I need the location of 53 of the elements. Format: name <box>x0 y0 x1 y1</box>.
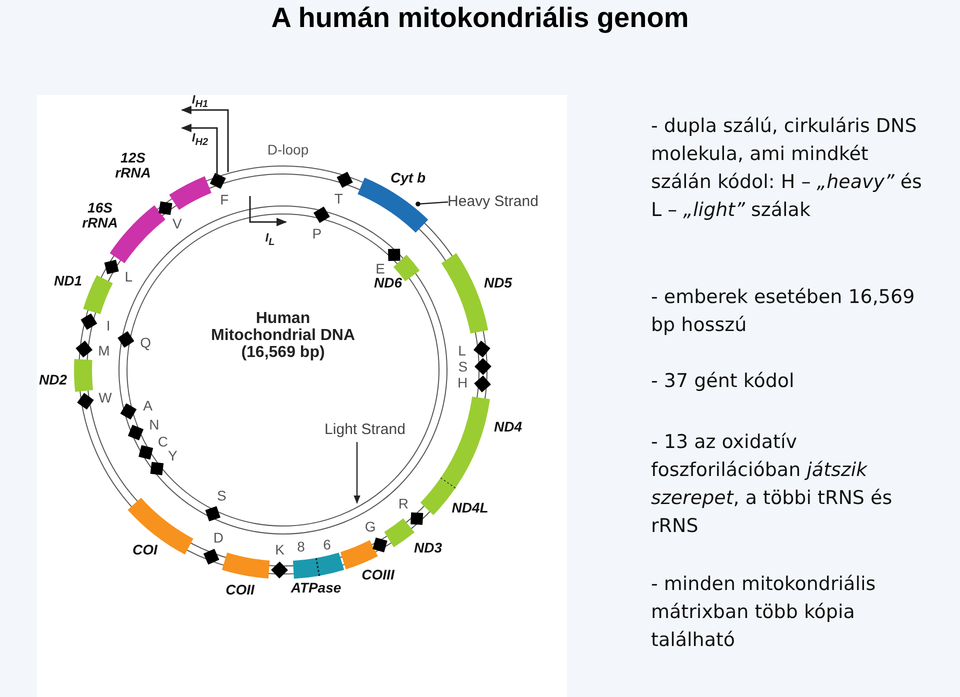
gene-label: ND2 <box>39 372 67 388</box>
trna-label: F <box>220 192 229 208</box>
promoter-label: I$_{H2}$ <box>192 132 208 148</box>
title: A humán mitokondriális genom <box>270 2 690 34</box>
trna-label: N <box>149 417 160 432</box>
bullet-text: - minden mitokondriális mátrixban több kópia található <box>651 572 877 653</box>
gene-label: ND4 <box>494 420 522 434</box>
gene-label: Cyt b <box>390 170 426 186</box>
trna-label: D <box>213 530 224 546</box>
trna-label: S <box>458 360 468 374</box>
subunit-label: 8 <box>297 540 305 554</box>
gene-label: ATPase <box>290 580 342 596</box>
leader-line <box>354 442 360 504</box>
trna-label: Q <box>140 336 151 351</box>
gene-label: COII <box>226 582 254 598</box>
bullet-text: - 37 gént kódol <box>651 369 796 394</box>
gene-label: ND3 <box>414 540 442 556</box>
subunit-label: 6 <box>323 538 331 552</box>
trna-label: S <box>216 488 226 504</box>
trna-label: C <box>158 434 168 450</box>
gene-label: ND5 <box>484 276 512 290</box>
callout-text: Heavy Strand <box>448 194 538 210</box>
gene-label: COIII <box>362 568 394 582</box>
region-label: D-loop <box>267 142 309 158</box>
trna-label: A <box>143 398 152 414</box>
callout-text: Light Strand <box>324 422 406 438</box>
bullet-text: - dupla szálú, cirkuláris DNS molekula, ami mindkét szálán kódol: H – „heavy” és L – „light” szálak <box>651 114 923 223</box>
promoter-label: I$_{L}$ <box>265 232 275 248</box>
trna-label: H <box>457 375 468 390</box>
trna-label: R <box>398 496 408 512</box>
trna-label: G <box>364 520 376 535</box>
trna-label: K <box>275 542 285 558</box>
trna-label: I <box>106 319 110 334</box>
leader-line <box>416 201 448 206</box>
trna-label: W <box>98 390 112 406</box>
trna-label: V <box>172 217 182 232</box>
gene-label: 12S rRNA <box>114 150 152 180</box>
trna-label: E <box>376 262 385 277</box>
bullet-text: - 13 az oxidatív foszforilációban játszik szerepet, a többi tRNS és rRNS <box>651 430 894 539</box>
trna-label: Y <box>168 448 178 464</box>
trna-label: M <box>98 344 110 359</box>
trna-label: L <box>458 344 466 359</box>
gene-label: ND6 <box>374 276 402 290</box>
gene-label: 16S rRNA <box>81 200 119 230</box>
trna-label: T <box>334 191 343 206</box>
trna-label: L <box>124 270 133 285</box>
gene-label: ND4L <box>452 500 488 516</box>
promoter-label: I$_{H1}$ <box>192 94 208 110</box>
trna-label: P <box>312 226 322 242</box>
bullet-text: - emberek esetében 16,569 bp hosszú <box>651 285 916 338</box>
gene-label: COI <box>132 542 158 558</box>
gene-label: ND1 <box>54 274 82 288</box>
map-title: Human Mitochondrial DNA (16,569 bp) <box>210 310 356 362</box>
